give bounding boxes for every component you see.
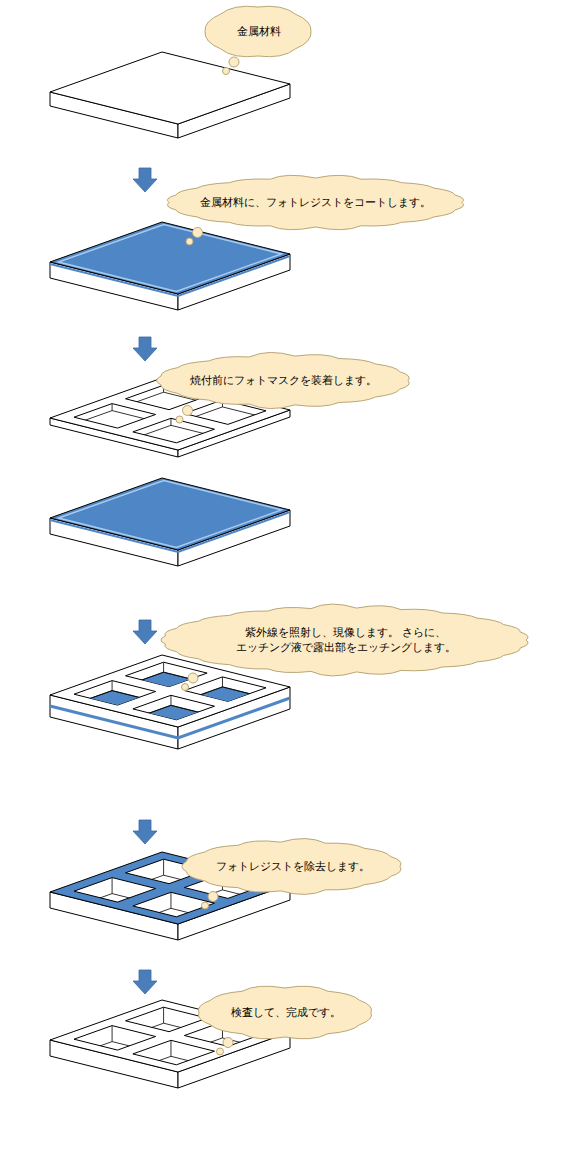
callout-cloud: 焼付前にフォトマスクを装着します。 <box>154 351 413 410</box>
wall-edge <box>133 908 215 922</box>
callout-cloud: 金属材料 <box>200 2 316 61</box>
callout-cloud: 紫外線を照射し、現像します。 さらに、エッチング液で露出部をエッチングします。 <box>159 603 531 677</box>
hole-wall <box>133 1040 215 1070</box>
thought-bubble <box>208 892 218 902</box>
wall-edge <box>163 1007 164 1023</box>
thought-bubble <box>186 238 193 245</box>
wall-edge <box>133 1056 215 1070</box>
thought-bubble <box>229 57 239 67</box>
plate-top <box>50 222 290 294</box>
hole-wall <box>74 404 156 425</box>
flow-arrow <box>133 337 157 361</box>
callout-text: 金属材料 <box>236 24 281 39</box>
wall-edge <box>170 892 171 908</box>
coated-plate <box>50 478 290 566</box>
thought-bubble <box>202 902 209 909</box>
thought-bubble <box>223 1038 233 1048</box>
flow-arrow <box>133 970 157 994</box>
wall-edge <box>170 1040 171 1056</box>
thought-bubble <box>217 1048 224 1055</box>
callout-text: フォトレジストを除去します。 <box>215 859 370 874</box>
cloud-outline <box>161 604 528 676</box>
wall-edge <box>184 1038 266 1052</box>
callout-text: 紫外線を照射し、現像します。 さらに、エッチング液で露出部をエッチングします。 <box>195 625 496 655</box>
wall-edge <box>222 677 223 687</box>
cloud-shape <box>159 603 531 677</box>
resist-bottom <box>133 705 215 729</box>
hole-wall <box>133 418 215 439</box>
cloud-outline <box>167 175 463 229</box>
flow-arrow <box>133 620 157 644</box>
callout-text: 検査して、完成です。 <box>230 1005 341 1020</box>
plate-top <box>50 478 290 550</box>
wall-edge <box>184 407 266 421</box>
wall-edge <box>133 425 215 439</box>
wall-edge <box>112 878 113 894</box>
cloud-outline <box>198 986 371 1039</box>
hole-wall <box>133 695 215 729</box>
callout-text: 金属材料に、フォトレジストをコートします。 <box>200 195 432 210</box>
callout-cloud: 金属材料に、フォトレジストをコートします。 <box>164 173 467 232</box>
wall-edge <box>74 411 156 425</box>
metal-plate <box>50 52 290 138</box>
thought-bubble <box>188 673 198 683</box>
hole-wall <box>133 892 215 922</box>
resist-bottom <box>184 687 266 711</box>
wall-edge <box>163 859 164 875</box>
thought-bubble <box>176 416 183 423</box>
wall-edge <box>184 890 266 904</box>
wall-edge <box>163 662 164 672</box>
wall-edge <box>112 681 113 691</box>
etched-hole <box>126 1007 208 1031</box>
etched-hole <box>133 892 215 916</box>
etched-hole <box>74 404 156 428</box>
etched-hole <box>133 1040 215 1064</box>
cloud-outline <box>205 6 311 56</box>
wall-edge <box>74 691 156 705</box>
callout-cloud: フォトレジストを除去します。 <box>179 837 405 896</box>
plate-top <box>50 52 290 124</box>
cloud-outline <box>182 838 401 894</box>
etched-hole <box>74 878 156 902</box>
callout-cloud: 検査して、完成です。 <box>194 983 376 1042</box>
thought-bubble <box>182 684 189 691</box>
resist-highlight <box>58 480 281 547</box>
etched-hole <box>133 418 215 442</box>
wall-edge <box>112 404 113 411</box>
flow-arrow <box>133 820 157 844</box>
wall-edge <box>170 418 171 425</box>
wall-edge <box>170 695 171 705</box>
wall-edge <box>184 687 266 701</box>
etched-hole <box>74 1026 156 1050</box>
thought-bubble <box>193 228 203 238</box>
wall-edge <box>112 1026 113 1042</box>
wall-edge <box>133 705 215 719</box>
thought-bubble <box>183 406 193 416</box>
wall-edge <box>126 672 208 686</box>
cloud-outline <box>156 352 409 408</box>
callout-text: 焼付前にフォトマスクを装着します。 <box>190 373 378 388</box>
thought-bubble <box>223 68 230 75</box>
resist-highlight <box>58 224 281 291</box>
flow-arrow <box>133 168 157 192</box>
coated-plate <box>50 222 290 310</box>
